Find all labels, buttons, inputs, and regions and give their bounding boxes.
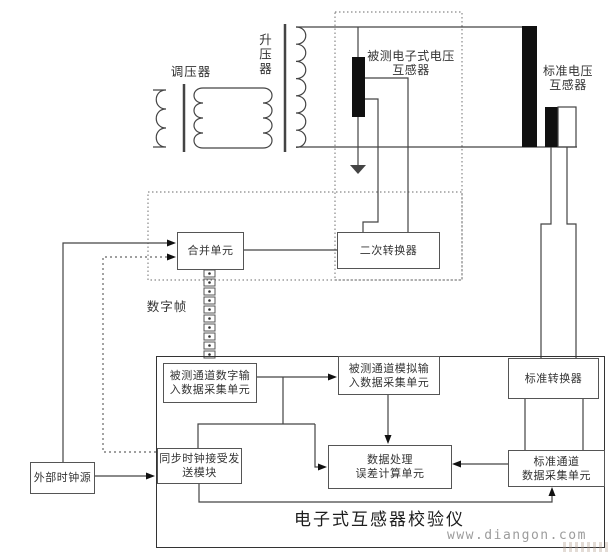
arrowhead-into-dataproc-right: [452, 460, 461, 468]
regulator-to-stepup-rails: [203, 87, 263, 149]
arrowhead-into-analog-input: [328, 373, 337, 381]
data-processing-label-line1: 数据处理: [367, 454, 413, 466]
standard-channel-label-line2: 数据采集单元: [522, 469, 591, 482]
standard-vt-primary-bar: [522, 26, 537, 147]
standard-vt-wire-left: [540, 147, 552, 358]
tested-vt-body-bar: [352, 57, 365, 117]
stepup-secondary-winding: [295, 26, 307, 148]
tested-voltage-transformer: [350, 27, 409, 232]
standard-vt-wire-right: [566, 147, 577, 358]
tested-vt-dotted-frame: [334, 11, 463, 281]
sync-dashed-line: [102, 256, 170, 453]
standard-voltage-transformer: [522, 26, 577, 358]
standard-vt-label: 标准电压 互感器: [530, 64, 606, 92]
regulator-transformer: [153, 84, 263, 152]
arrowhead-into-stdchannel-bottom: [548, 487, 556, 496]
digital-input-label-line1: 被测通道数字输: [169, 370, 251, 382]
stepup-primary-winding: [262, 87, 273, 149]
step-up-transformer: [262, 24, 307, 152]
regulator-secondary-winding: [193, 87, 204, 149]
merging-area-dotted-frame: [147, 191, 463, 281]
regulator-primary-winding: [153, 89, 167, 148]
external-clock-box: 外部时钟源: [30, 462, 95, 494]
data-processing-label-line2: 误差计算单元: [355, 468, 425, 480]
tested-vt-tap-lower: [362, 98, 379, 232]
corner-watermark-fragment: [563, 542, 608, 552]
site-watermark: www.diangon.com: [447, 528, 587, 543]
tested-vt-label-line2: 互感器: [392, 63, 430, 77]
merging-unit-label: 合并单元: [187, 245, 234, 257]
calibrator-title: 电子式互感器校验仪: [294, 510, 465, 529]
standard-vt-secondary-outline: [557, 106, 577, 148]
sync-module-label-line1: 同步时钟接受发: [159, 453, 240, 465]
secondary-converter-label: 二次转换器: [359, 244, 418, 257]
stdconverter-to-stdchannel-wires: [524, 397, 584, 450]
arrowhead-into-dataproc-top: [384, 435, 392, 444]
regulator-label: 调压器: [170, 65, 212, 79]
digital-frame-chain: [203, 269, 216, 359]
external-clock-label: 外部时钟源: [33, 472, 92, 484]
arrowhead-into-dataproc-left: [318, 463, 327, 471]
analog-input-label-line1: 被测通道模拟输: [348, 362, 430, 375]
analog-input-label-line2: 入数据采集单元: [348, 376, 430, 389]
sync-clock-module-box: 同步时钟接受发 送模块: [157, 448, 242, 484]
digital-input-label-line2: 入数据采集单元: [169, 384, 251, 396]
ground-icon: [350, 165, 366, 174]
step-up-transformer-label: 升压器: [257, 33, 271, 77]
sync-branch-line: [197, 423, 315, 448]
sync-feedback-line: [198, 482, 553, 503]
standard-vt-label-line1: 标准电压: [542, 64, 593, 78]
standard-converter-label: 标准转换器: [524, 372, 583, 385]
sync-module-label-line2: 送模块: [182, 467, 217, 479]
tested-vt-tap-upper: [365, 77, 409, 232]
standard-vt-label-line2: 互感器: [549, 78, 587, 92]
standard-converter-box: 标准转换器: [508, 358, 599, 399]
secondary-converter-box: 二次转换器: [337, 232, 440, 269]
analog-input-unit-box: 被测通道模拟输 入数据采集单元: [338, 356, 440, 395]
data-processing-unit-box: 数据处理 误差计算单元: [328, 445, 452, 489]
digital-input-unit-box: 被测通道数字输 入数据采集单元: [163, 363, 257, 403]
digital-frame-label: 数字帧: [146, 300, 188, 314]
standard-vt-secondary-bar: [545, 107, 558, 147]
tested-vt-label: 被测电子式电压 互感器: [360, 49, 462, 77]
arrowhead-into-merging-dashed: [167, 253, 176, 261]
standard-channel-unit-box: 标准通道 数据采集单元: [508, 450, 605, 487]
merging-unit-box: 合并单元: [177, 232, 244, 270]
tested-vt-label-line1: 被测电子式电压: [367, 49, 455, 63]
arrowhead-into-merging-solid: [167, 239, 176, 247]
clock-to-merging-line: [62, 242, 172, 462]
standard-channel-label-line1: 标准通道: [533, 455, 580, 468]
arrowhead-into-sync-module: [146, 472, 155, 480]
